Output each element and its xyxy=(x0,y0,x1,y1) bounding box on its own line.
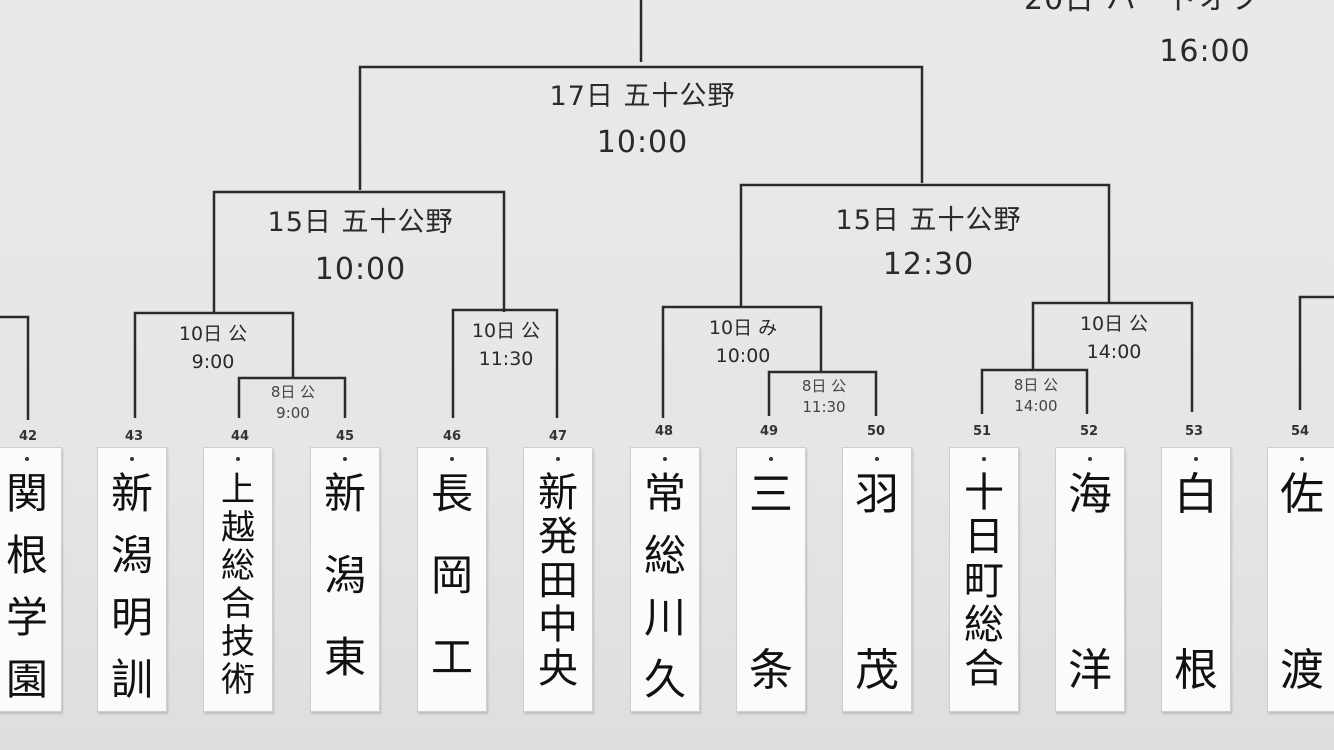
team-name: 新潟明訓 xyxy=(110,469,153,704)
r1-1-day-venue: 8日 公 xyxy=(270,383,316,401)
team-name: 上越総合技術 xyxy=(221,470,255,700)
semi-time: 10:00 xyxy=(596,125,689,160)
team-name: 海洋 xyxy=(1068,469,1112,696)
bracket-line-quarter-right xyxy=(739,183,1111,306)
r1-1-time: 9:00 xyxy=(276,404,310,422)
bracket-line-r2-4 xyxy=(1031,301,1194,412)
team-name: 新潟東 xyxy=(323,469,366,682)
team-card: 上越総合技術 xyxy=(203,447,273,712)
r2-1-time: 9:00 xyxy=(191,351,235,373)
quarter-right-time: 12:30 xyxy=(882,247,975,282)
team-number: 51 xyxy=(972,424,992,439)
team-card: 海洋 xyxy=(1055,447,1125,712)
quarter-left-day-venue: 15日 五十公野 xyxy=(267,207,454,238)
team-name: 十日町総合 xyxy=(964,470,1004,692)
r2-4-time: 14:00 xyxy=(1086,341,1142,363)
bracket-line-partial-right xyxy=(1298,295,1334,410)
team-card: 佐渡 xyxy=(1267,447,1334,712)
team-name: 関根学園 xyxy=(5,469,48,704)
final-time: 16:00 xyxy=(1159,34,1251,69)
bracket-line-r1-2 xyxy=(767,370,878,416)
quarter-left-time: 10:00 xyxy=(314,252,407,287)
team-number: 46 xyxy=(442,429,462,444)
team-number: 47 xyxy=(548,429,568,444)
r1-2-day-venue: 8日 公 xyxy=(801,377,847,395)
team-number: 53 xyxy=(1184,424,1204,439)
team-number: 50 xyxy=(866,424,886,439)
team-name: 新発田中央 xyxy=(538,470,578,692)
team-name: 常総川久 xyxy=(643,469,686,704)
team-card: 十日町総合 xyxy=(949,447,1019,712)
r1-3-time: 14:00 xyxy=(1014,397,1058,415)
team-card: 長岡工 xyxy=(417,447,487,712)
team-card: 白根 xyxy=(1161,447,1231,712)
team-number: 42 xyxy=(18,429,38,444)
r2-2-time: 11:30 xyxy=(478,348,534,370)
bracket-line-r2-1 xyxy=(133,311,295,418)
team-card: 関根学園 xyxy=(0,447,62,712)
team-number: 54 xyxy=(1290,424,1310,439)
team-number: 43 xyxy=(124,429,144,444)
bracket-line-quarter-left xyxy=(212,190,506,312)
team-name: 長岡工 xyxy=(430,469,473,682)
r2-4-day-venue: 10日 公 xyxy=(1079,313,1149,335)
bracket-line-r2-3 xyxy=(661,305,823,418)
r2-3-day-venue: 10日 み xyxy=(708,317,778,339)
bracket-line-partial-left xyxy=(0,315,30,420)
team-number: 45 xyxy=(335,429,355,444)
bracket-line-r2-2 xyxy=(451,308,559,418)
r2-2-day-venue: 10日 公 xyxy=(471,320,541,342)
team-name: 三条 xyxy=(749,469,793,696)
semi-day-venue: 17日 五十公野 xyxy=(549,81,736,112)
team-number: 48 xyxy=(654,424,674,439)
team-card: 新発田中央 xyxy=(523,447,593,712)
bracket-line-semi xyxy=(358,65,924,190)
team-number: 49 xyxy=(759,424,779,439)
team-name: 羽茂 xyxy=(855,469,899,696)
team-card: 三条 xyxy=(736,447,806,712)
r2-1-day-venue: 10日 公 xyxy=(178,323,248,345)
team-number: 52 xyxy=(1079,424,1099,439)
team-number: 44 xyxy=(230,429,250,444)
r1-3-day-venue: 8日 公 xyxy=(1013,376,1059,394)
quarter-right-day-venue: 15日 五十公野 xyxy=(835,205,1022,236)
r2-3-time: 10:00 xyxy=(715,345,771,367)
team-card: 新潟東 xyxy=(310,447,380,712)
team-card: 羽茂 xyxy=(842,447,912,712)
r1-2-time: 11:30 xyxy=(802,398,846,416)
bracket-line-r1-1 xyxy=(237,376,347,418)
team-name: 佐渡 xyxy=(1280,469,1324,696)
team-card: 常総川久 xyxy=(630,447,700,712)
team-card: 新潟明訓 xyxy=(97,447,167,712)
team-name: 白根 xyxy=(1174,469,1218,696)
bracket-line-r1-3 xyxy=(980,368,1089,414)
final-day-venue: 20日 ハードオフ xyxy=(1024,0,1334,20)
